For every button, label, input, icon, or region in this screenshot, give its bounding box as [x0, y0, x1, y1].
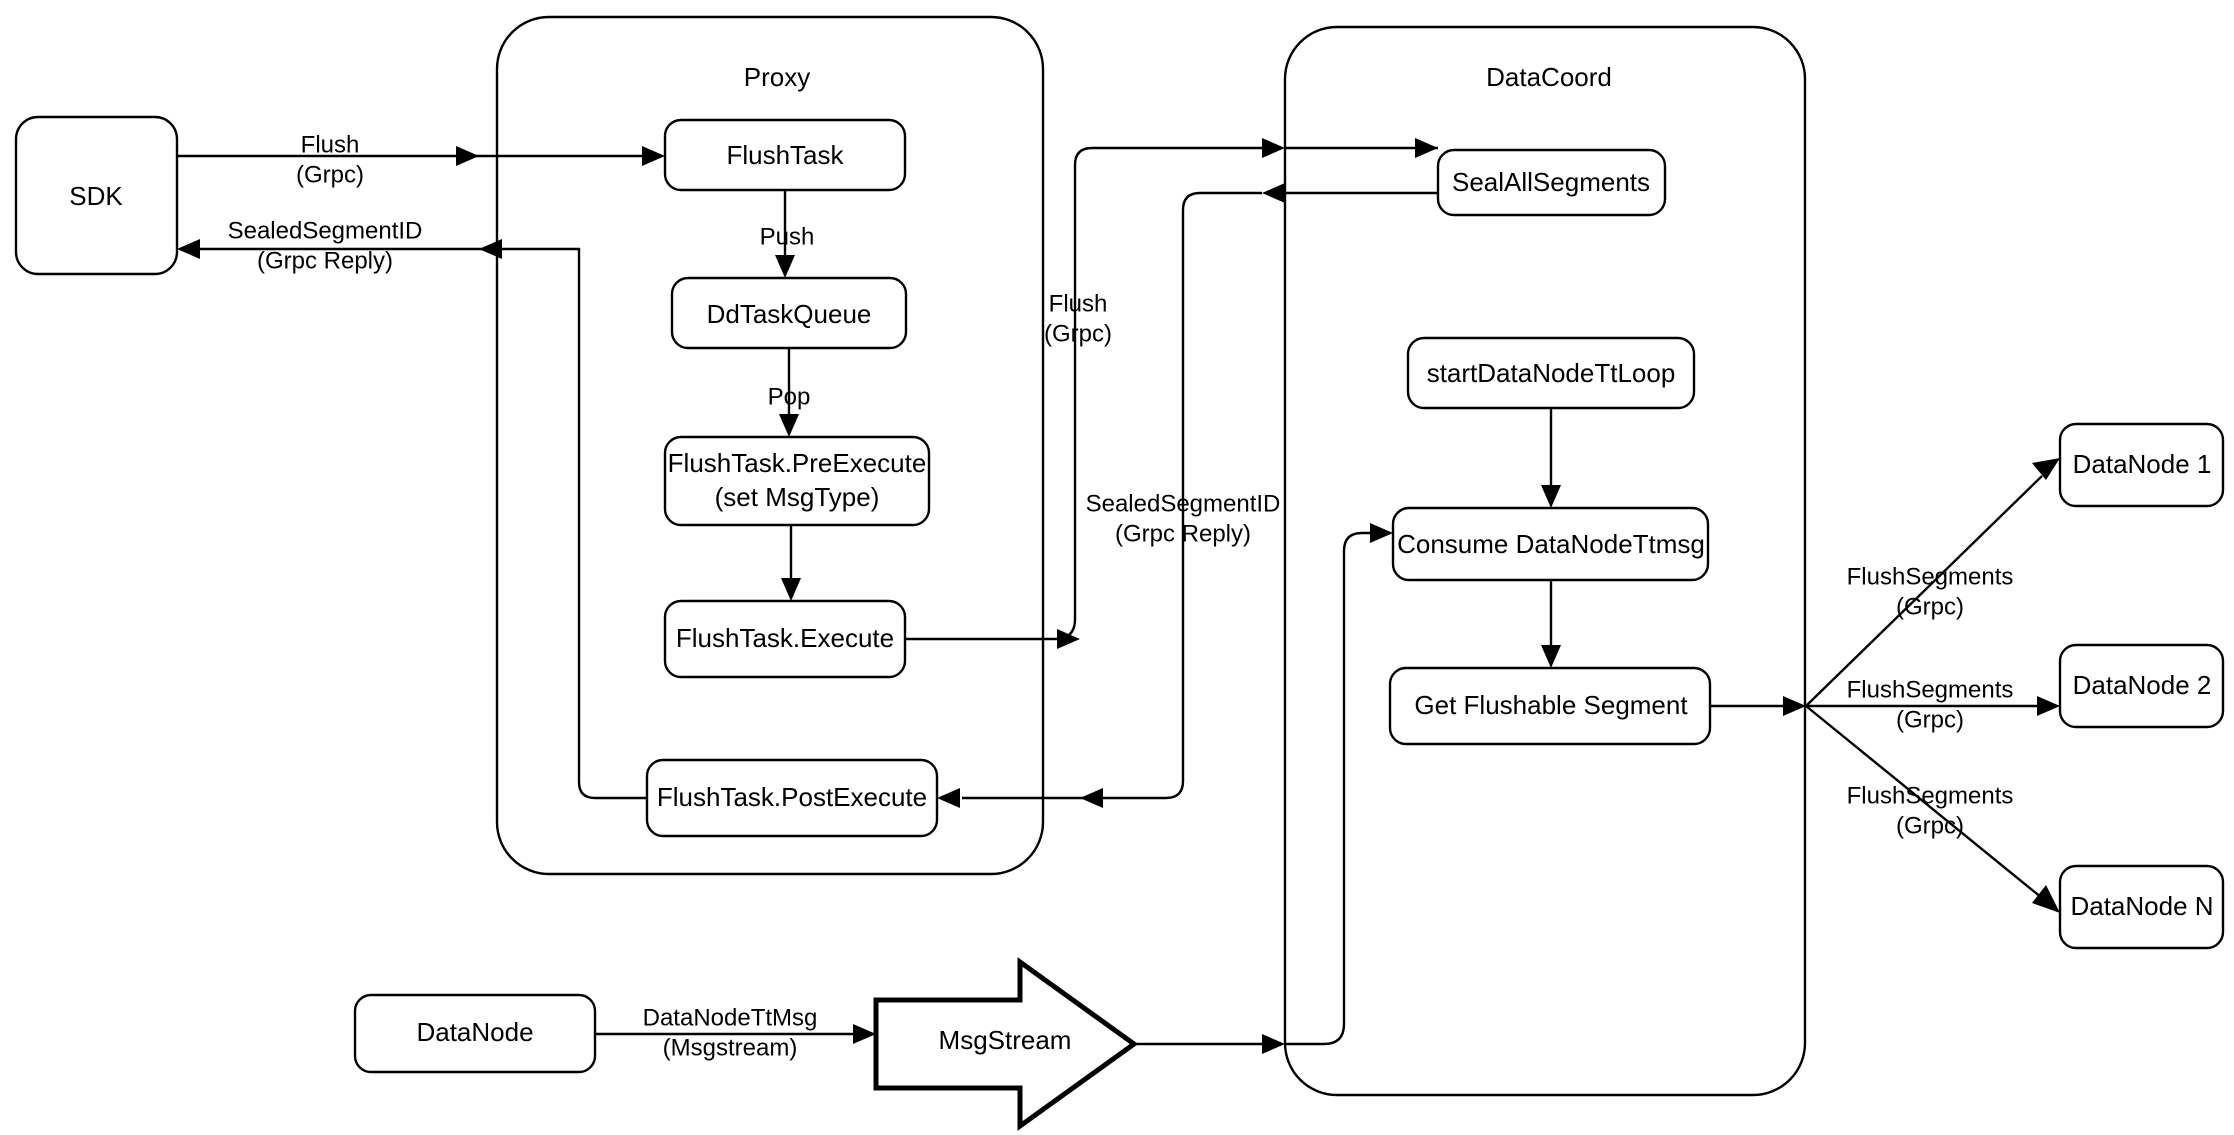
node-seal-all-segments: [1436, 148, 1667, 217]
arrowhead-datacoord-boundary-in: [1262, 138, 1285, 158]
group-datacoord: [1283, 25, 1807, 1097]
arrowhead-datanode-2-in: [2037, 696, 2060, 716]
node-msgstream-label: MsgStream: [939, 1025, 1072, 1055]
arrowhead-datanode-n-in: [2032, 885, 2060, 913]
arrowhead-msgstream-in: [853, 1024, 876, 1044]
edge-label-sdk-to-proxy-line2: (Grpc): [296, 161, 364, 188]
arrowhead-proxy-right-rail-in: [1057, 629, 1080, 649]
arrowhead-datacoord-boundary-out: [1262, 183, 1285, 203]
node-get-flushable-segment-label: Get Flushable Segment: [1414, 690, 1688, 720]
edge-label-coord-to-proxy-line2: (Grpc Reply): [1115, 520, 1251, 547]
edge-label-flush-segments-2-line2: (Grpc): [1896, 706, 1964, 733]
node-msgstream: [873, 957, 1139, 1131]
node-flushtask-postexecute-label: FlushTask.PostExecute: [657, 782, 927, 812]
edge-label-flush-segments-n-line2: (Grpc): [1896, 812, 1964, 839]
edge-label-flush-segments-1-line2: (Grpc): [1896, 593, 1964, 620]
arrowhead-fanout-hub-in: [1783, 696, 1806, 716]
node-datanode-n: [2058, 864, 2225, 950]
arrowhead-proxy-boundary-out: [479, 239, 502, 259]
arrowhead-consume-in-top: [1541, 485, 1561, 508]
edge-label-flush-segments-2-line1: FlushSegments: [1847, 676, 2014, 703]
arrowhead-getflushable-in: [1541, 645, 1561, 668]
node-flushtask-preexecute-label-line2: (set MsgType): [715, 482, 880, 512]
node-seal-all-segments-label: SealAllSegments: [1452, 167, 1650, 197]
edge-label-pop: Pop: [768, 383, 811, 410]
node-flushtask-execute-label: FlushTask.Execute: [676, 623, 894, 653]
edge-hub-to-datanode-n: [1805, 705, 2043, 899]
node-flush-task-label: FlushTask: [726, 140, 844, 170]
node-flushtask-preexecute: [663, 435, 931, 527]
edge-label-flush-segments-n-line1: FlushSegments: [1847, 782, 2014, 809]
arrowhead-datanode-1-in: [2032, 458, 2060, 480]
edge-postexecute-to-sdk: [189, 247, 647, 800]
edge-label-datanode-ttmsg-line2: (Msgstream): [663, 1034, 798, 1061]
arrowhead-proxy-right-rail-out: [1080, 788, 1103, 808]
arrowhead-proxy-boundary-in: [456, 146, 479, 166]
node-datanode-1-label: DataNode 1: [2073, 449, 2212, 479]
edge-datacoord-to-postexecute: [962, 191, 1262, 800]
arrowhead-sdk-reply-in: [177, 239, 200, 259]
arrowhead-postexecute-in: [937, 788, 960, 808]
node-sdk: [14, 115, 179, 276]
group-proxy-label: Proxy: [744, 62, 810, 92]
edge-execute-to-datacoord: [905, 146, 1262, 641]
edge-label-datanode-ttmsg-line1: DataNodeTtMsg: [643, 1004, 818, 1031]
arrowhead-execute-in: [781, 578, 801, 601]
edge-label-sdk-to-proxy-line1: Flush: [301, 131, 360, 158]
edge-label-coord-to-proxy-line1: SealedSegmentID: [1086, 490, 1281, 517]
arrowhead-consume-in-left: [1370, 523, 1393, 543]
group-proxy: [495, 15, 1045, 876]
arrowhead-preexecute-in: [779, 414, 799, 437]
edge-label-proxy-to-sdk-line1: SealedSegmentID: [228, 217, 423, 244]
node-datanode-2: [2058, 643, 2225, 729]
node-sdk-label: SDK: [69, 181, 123, 211]
node-consume-datanode-ttmsg-label: Consume DataNodeTtmsg: [1397, 529, 1705, 559]
node-datanode-source-label: DataNode: [416, 1017, 533, 1047]
arrowhead-datacoord-boundary-msgstream-in: [1262, 1034, 1285, 1054]
node-dd-task-queue-label: DdTaskQueue: [707, 299, 872, 329]
group-datacoord-label: DataCoord: [1486, 62, 1612, 92]
node-datanode-n-label: DataNode N: [2070, 891, 2213, 921]
edge-datacoord-to-consume: [1285, 531, 1379, 1046]
edge-label-proxy-to-coord-line2: (Grpc): [1044, 320, 1112, 347]
node-datanode-1: [2058, 422, 2225, 508]
edge-label-proxy-to-coord-line1: Flush: [1049, 290, 1108, 317]
arrowhead-flush-task-in: [642, 146, 665, 166]
edge-label-flush-segments-1-line1: FlushSegments: [1847, 563, 2014, 590]
node-flushtask-preexecute-label-line1: FlushTask.PreExecute: [668, 448, 927, 478]
node-datanode-2-label: DataNode 2: [2073, 670, 2212, 700]
edge-hub-to-datanode-1: [1805, 475, 2043, 707]
edge-label-proxy-to-sdk-line2: (Grpc Reply): [257, 247, 393, 274]
node-start-datanode-tt-loop-label: startDataNodeTtLoop: [1427, 358, 1676, 388]
edge-label-push: Push: [760, 223, 815, 250]
arrowhead-ddtaskqueue-in: [775, 255, 795, 278]
